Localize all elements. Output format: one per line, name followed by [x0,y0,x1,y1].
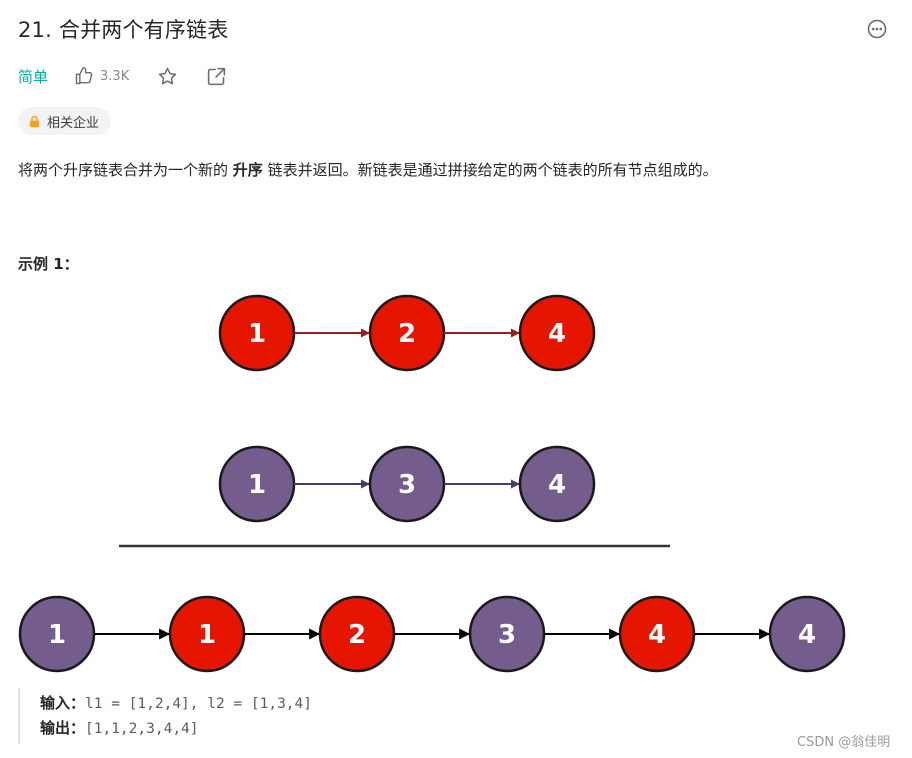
thumbs-up-icon [75,66,93,85]
merged-node-3-label: 2 [348,620,366,650]
list2-node-3 [518,445,596,523]
share-icon [208,67,226,85]
merged-node-6-label: 4 [798,620,816,650]
example-output-line: 输出：[1,1,2,3,4,4] [40,716,578,741]
merged-node-5-label: 4 [648,620,666,650]
merged-node-1-label: 1 [48,620,66,650]
input-label: 输入： [40,694,86,712]
problem-title: 21. 合并两个有序链表 [18,18,229,42]
description-text-after: 链表并返回。新链表是通过拼接给定的两个链表的所有节点组成的。 [262,161,718,179]
output-label: 输出： [40,719,86,737]
list1-node-3-label: 4 [548,319,566,349]
merged-node-2-label: 1 [198,620,216,650]
favorite-button[interactable] [157,66,178,87]
example-title: 示例 1： [18,255,79,273]
output-value: [1,1,2,3,4,4] [85,721,199,737]
difficulty-badge: 简单 [18,67,49,86]
like-count: 3.3K [100,68,130,84]
csdn-watermark: CSDN @翁佳明 [797,735,891,750]
input-value: l1 = [1,2,4], l2 = [1,3,4] [85,696,312,712]
more-horizontal-icon [867,19,887,39]
problem-description: 将两个升序链表合并为一个新的 升序 链表并返回。新链表是通过拼接给定的两个链表的… [18,159,718,180]
like-button[interactable]: 3.3K [74,66,129,86]
list2-node-1-label: 1 [248,470,266,500]
related-companies-label: 相关企业 [47,115,100,131]
problem-meta-row: 简单 3.3K [18,62,255,90]
list1-node-3 [518,294,596,372]
list2-node-2-label: 3 [398,470,416,500]
description-emphasis: 升序 [232,161,263,179]
description-text-before: 将两个升序链表合并为一个新的 [18,161,233,179]
list1-node-1-label: 1 [248,319,266,349]
merged-node-6 [768,595,846,673]
star-icon [159,67,177,84]
more-options-button[interactable] [866,18,888,40]
linked-list-diagram: 1 2 4 1 3 4 1 1 2 3 4 4 [18,294,846,673]
share-button[interactable] [206,66,227,87]
merged-node-4-label: 3 [498,620,516,650]
example-input-line: 输入：l1 = [1,2,4], l2 = [1,3,4] [40,691,578,716]
example-io-block: 输入：l1 = [1,2,4], l2 = [1,3,4] 输出：[1,1,2,… [18,688,578,744]
list2-node-3-label: 4 [548,470,566,500]
related-companies-tag[interactable]: 相关企业 [18,107,112,135]
lock-icon [29,115,40,127]
list1-node-2-label: 2 [398,319,416,349]
